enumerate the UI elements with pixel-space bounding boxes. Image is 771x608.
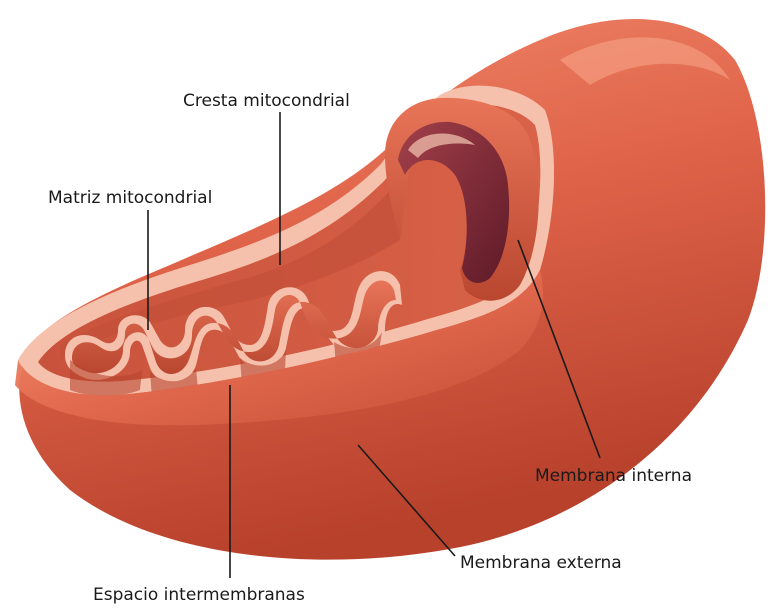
- label-cresta-mitocondrial: Cresta mitocondrial: [183, 91, 350, 111]
- label-membrana-externa: Membrana externa: [460, 553, 622, 573]
- label-matriz-mitocondrial: Matriz mitocondrial: [48, 188, 212, 208]
- label-espacio-intermembranas: Espacio intermembranas: [93, 585, 305, 605]
- label-membrana-interna: Membrana interna: [535, 466, 692, 486]
